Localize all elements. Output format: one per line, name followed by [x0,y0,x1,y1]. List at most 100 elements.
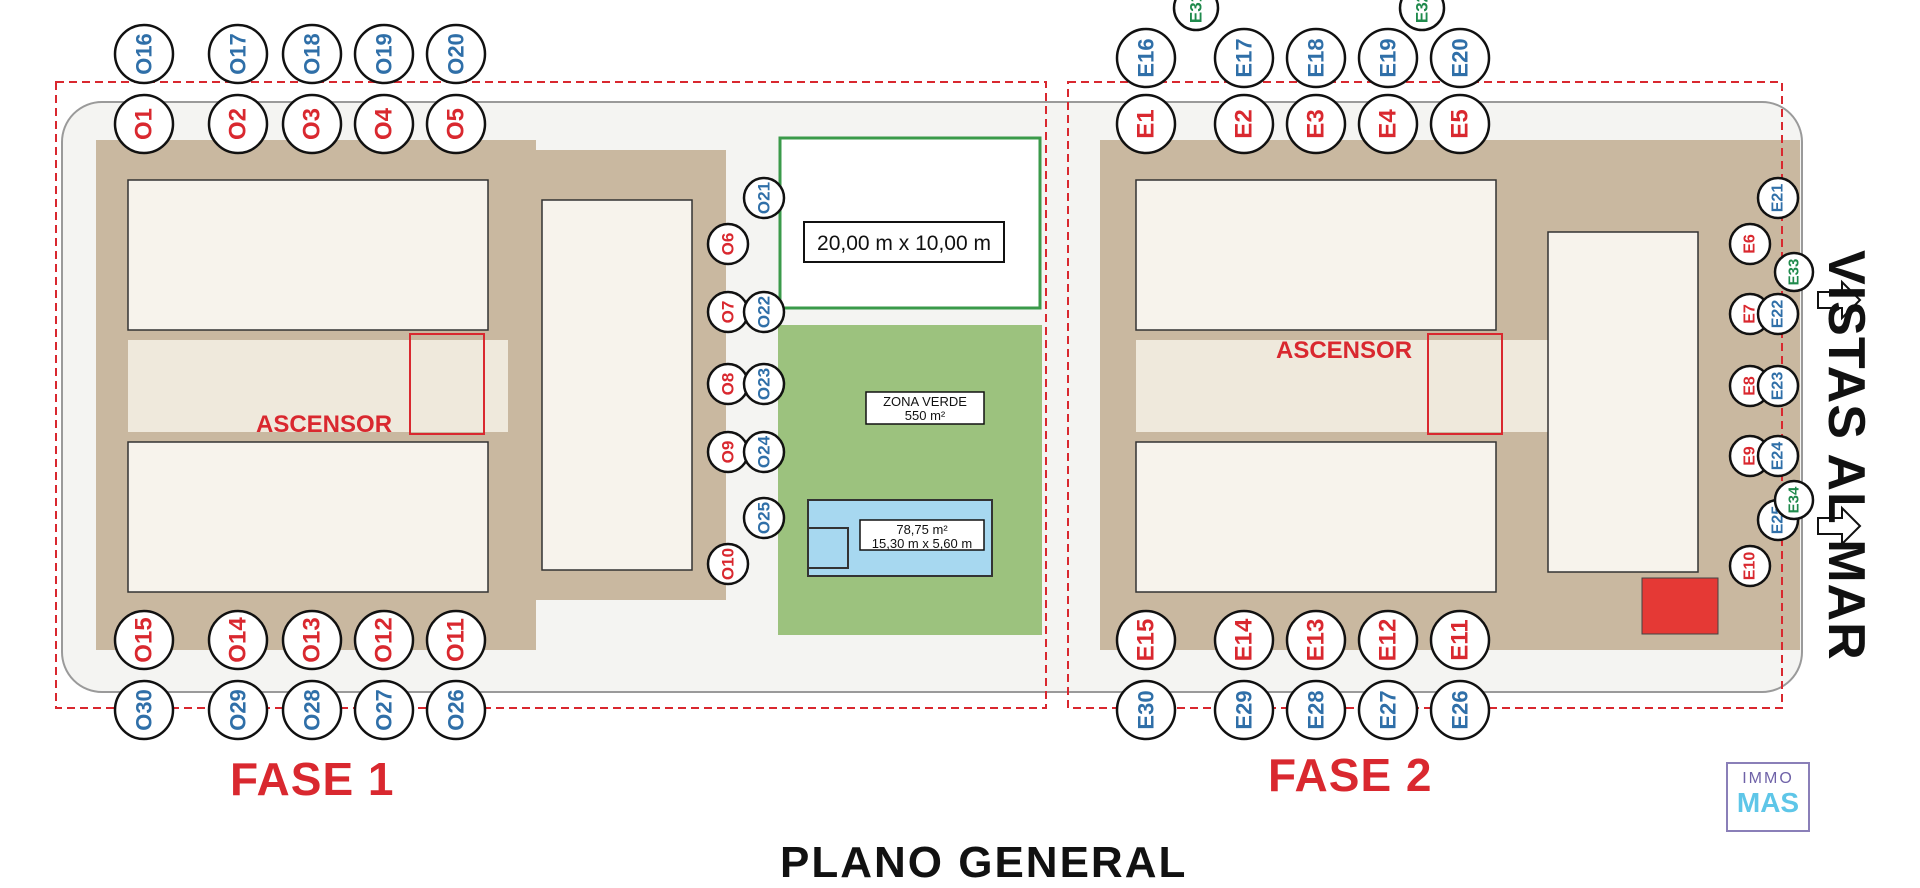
svg-text:E2: E2 [1231,109,1258,138]
svg-text:E7: E7 [1742,304,1759,324]
svg-text:E34: E34 [1786,486,1803,513]
unit-label: O19 [353,23,415,85]
plan-title: PLANO GENERAL [780,838,1188,887]
unit-label: E11 [1429,609,1491,671]
unit-label: O17 [207,23,269,85]
unit-label: O29 [207,679,269,741]
unit-label: E13 [1285,609,1347,671]
unit-label: E33 [1773,251,1815,293]
unit-label: E12 [1357,609,1419,671]
unit-label: O8 [706,362,750,406]
svg-text:O14: O14 [225,617,252,663]
svg-text:O2: O2 [225,108,252,140]
svg-text:O19: O19 [372,33,397,75]
svg-text:E3: E3 [1303,109,1330,138]
unit-label: O21 [742,176,786,220]
arrow-right-icon [1817,505,1862,547]
svg-text:E9: E9 [1742,446,1759,466]
unit-label: E15 [1115,609,1177,671]
svg-text:E15: E15 [1133,619,1160,662]
unit-label: O15 [113,609,175,671]
svg-text:O21: O21 [755,182,774,214]
svg-text:E5: E5 [1447,109,1474,138]
svg-text:O4: O4 [371,107,398,140]
unit-label: O24 [742,430,786,474]
svg-text:E8: E8 [1742,376,1759,396]
fase1-title: FASE 1 [230,753,395,805]
unit-label: O7 [706,290,750,334]
unit-label: O5 [425,93,487,155]
unit-label: E24 [1756,434,1800,478]
svg-text:O5: O5 [443,108,470,140]
unit-label: E23 [1756,364,1800,408]
svg-text:E4: E4 [1375,109,1402,139]
unit-label: O28 [281,679,343,741]
unit-label: O6 [706,222,750,266]
svg-text:E10: E10 [1742,552,1759,581]
fase2-title: FASE 2 [1268,749,1433,801]
views-label: VISTAS AL MAR [1817,250,1875,661]
fase1-ascensor-box [409,333,485,435]
svg-text:O6: O6 [719,233,738,256]
svg-text:E1: E1 [1133,109,1160,138]
svg-text:O26: O26 [444,689,469,731]
unit-label: O3 [281,93,343,155]
fase2-building [1100,140,1800,650]
svg-text:O10: O10 [719,548,738,580]
svg-text:O1: O1 [131,108,158,140]
svg-text:O25: O25 [755,502,774,534]
unit-label: E27 [1357,679,1419,741]
svg-text:E30: E30 [1134,690,1159,729]
unit-label: E20 [1429,27,1491,89]
svg-text:O7: O7 [719,301,738,324]
unit-label: O14 [207,609,269,671]
unit-label: E17 [1213,27,1275,89]
unit-label: E14 [1213,609,1275,671]
logo-top: IMMO [1742,770,1794,787]
svg-text:E29: E29 [1232,690,1257,729]
unit-label: O2 [207,93,269,155]
unit-label: E30 [1115,679,1177,741]
fase1-building [96,140,726,650]
immomas-logo: IMMO MAS [1726,762,1810,832]
unit-label: E26 [1429,679,1491,741]
svg-text:E33: E33 [1786,259,1803,286]
svg-text:O23: O23 [755,368,774,400]
unit-label: E19 [1357,27,1419,89]
unit-label: O4 [353,93,415,155]
unit-label: E16 [1115,27,1177,89]
unit-label: E6 [1728,222,1772,266]
svg-text:O15: O15 [131,617,158,662]
unit-label: O18 [281,23,343,85]
svg-text:E19: E19 [1376,38,1401,77]
svg-text:O12: O12 [371,617,398,662]
unit-label: E4 [1357,93,1419,155]
svg-text:O27: O27 [372,689,397,731]
unit-label: O23 [742,362,786,406]
unit-label: E29 [1213,679,1275,741]
svg-text:E28: E28 [1304,690,1329,729]
unit-labels: O1O16O15O30O2O17O14O29O3O18O13O28O4O19O1… [113,0,1815,741]
unit-label: O16 [113,23,175,85]
pool-dims: 15,30 m x 5,60 m [872,536,972,551]
unit-label: O13 [281,609,343,671]
unit-label: E1 [1115,93,1177,155]
unit-label: O25 [742,496,786,540]
unit-label: O20 [425,23,487,85]
court-dims: 20,00 m x 10,00 m [817,232,991,255]
svg-text:E26: E26 [1448,690,1473,729]
unit-label: E5 [1429,93,1491,155]
svg-text:E31: E31 [1187,0,1206,23]
site-plan: ASCENSOR ASCENSOR 20,00 m x 10,00 m ZONA… [55,0,1862,741]
svg-text:O18: O18 [300,33,325,75]
svg-text:E13: E13 [1303,619,1330,662]
svg-text:E11: E11 [1447,619,1474,660]
svg-text:E22: E22 [1770,300,1787,329]
svg-text:E20: E20 [1448,38,1473,77]
svg-text:E14: E14 [1231,618,1258,661]
svg-text:E12: E12 [1375,619,1402,662]
unit-label: E21 [1756,176,1800,220]
unit-label: O1 [113,93,175,155]
svg-text:E32: E32 [1413,0,1432,23]
fase1-ascensor-label: ASCENSOR [256,411,392,438]
